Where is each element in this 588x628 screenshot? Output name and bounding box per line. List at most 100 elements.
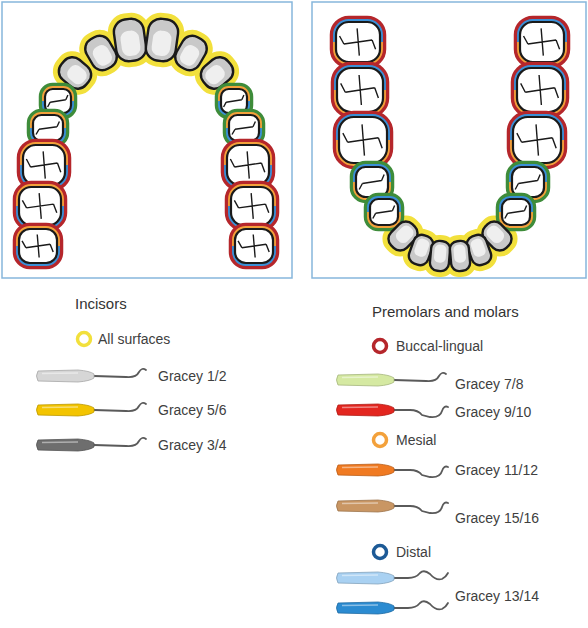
tooth <box>516 18 568 66</box>
tooth-crown <box>23 145 65 185</box>
buccal-lingual-ring <box>231 225 277 267</box>
distal-ring <box>335 21 381 42</box>
tooth-crown <box>356 167 388 197</box>
instrument-label: Gracey 11/12 <box>455 462 538 478</box>
instrument-shank <box>94 403 146 411</box>
instrument-shank <box>394 503 448 514</box>
handle-shine <box>342 466 378 468</box>
fissure-lines <box>48 95 68 107</box>
instrument-handle <box>337 500 395 512</box>
gracey-curette <box>37 369 147 382</box>
instrument-label: Gracey 3/4 <box>158 437 226 453</box>
handle-shine <box>42 441 78 443</box>
fissure-lines <box>521 75 559 105</box>
fissure-lines <box>341 75 379 105</box>
tooth-crown <box>235 229 273 263</box>
section-heading: Premolars and molars <box>372 304 519 320</box>
section-heading: Incisors <box>75 296 127 312</box>
legend-text: Mesial <box>396 432 436 448</box>
fissure-lines <box>505 206 527 219</box>
legend-text: Buccal-lingual <box>396 338 483 354</box>
instrument-shank <box>394 373 446 381</box>
mesial-ring <box>516 90 564 113</box>
tooth-highlight <box>64 62 89 87</box>
handle-shine <box>342 604 378 606</box>
instrument-shank <box>394 571 448 579</box>
tooth <box>509 113 565 167</box>
lower-arch-panel <box>312 2 586 278</box>
fissure-lines <box>234 193 268 219</box>
handle-shine <box>342 502 378 504</box>
tooth <box>449 240 471 272</box>
mesial-ring <box>369 212 399 226</box>
tooth-crown <box>231 187 273 225</box>
tooth-crown <box>449 240 471 272</box>
instrument-handle <box>37 439 95 451</box>
instrument-label: Gracey 9/10 <box>455 404 531 420</box>
handle-shine <box>342 574 378 576</box>
distal-ring <box>18 246 58 264</box>
fissure-lines <box>230 151 264 178</box>
mesial-ring <box>338 140 388 164</box>
distal-ring <box>369 198 399 212</box>
tooth-crown <box>227 145 269 185</box>
mesial-ring <box>32 114 64 128</box>
handle-shine <box>342 406 378 408</box>
buccal-lingual-ring <box>513 64 567 116</box>
instrument-handle <box>337 602 395 614</box>
tooth-highlight <box>120 30 142 58</box>
instrument-handle <box>337 404 395 416</box>
instrument-shank <box>94 438 146 446</box>
gracey-curette <box>37 403 147 416</box>
mesial-ring <box>336 90 384 113</box>
instrument-shank <box>394 407 448 418</box>
fissure-lines <box>373 206 395 219</box>
fissure-lines <box>517 124 556 155</box>
buccal-lingual-ring <box>15 225 61 267</box>
instrument-handle <box>37 370 95 382</box>
premolar-ring <box>498 195 534 229</box>
tooth <box>366 195 402 229</box>
distal-ring <box>516 67 564 90</box>
buccal-lingual-ring <box>509 113 565 167</box>
gracey-curette <box>337 404 449 417</box>
tooth-crown <box>512 167 544 197</box>
legend-swatch-group <box>78 333 387 559</box>
instrument-handle <box>337 464 395 476</box>
premolar-ring <box>366 195 402 229</box>
tooth-highlight <box>469 237 487 258</box>
instrument-label: Gracey 5/6 <box>158 402 226 418</box>
tooth-crown <box>19 229 57 263</box>
tooth <box>227 183 277 229</box>
legend-text: All surfaces <box>98 331 170 347</box>
instrument-shank <box>94 369 146 377</box>
mesial-ring <box>226 144 270 165</box>
tooth-crown <box>33 115 63 141</box>
instrument-label: Gracey 15/16 <box>455 510 539 526</box>
gracey-curette <box>337 601 449 614</box>
distal-ring <box>519 21 565 42</box>
tooth <box>498 195 534 229</box>
gracey-curette <box>337 373 447 386</box>
tooth-highlight <box>151 30 173 58</box>
tooth <box>513 64 567 116</box>
instrument-handle <box>37 404 95 416</box>
tooth-highlight <box>203 62 228 87</box>
fissure-lines <box>232 122 255 135</box>
tooth-crown <box>520 22 564 62</box>
fissure-lines <box>22 193 56 219</box>
tooth-crown <box>339 117 387 163</box>
fissure-lines <box>36 122 59 135</box>
tooth-crown <box>19 187 61 225</box>
mesial-ring <box>44 88 72 101</box>
mesial-ring <box>22 144 66 165</box>
tooth-highlight <box>413 237 431 258</box>
tooth <box>332 18 384 66</box>
fissure-lines <box>238 234 269 257</box>
instrument-label: Gracey 1/2 <box>158 368 226 384</box>
fissure-lines <box>340 28 376 55</box>
mesial-ring <box>230 186 274 206</box>
tooth-highlight <box>90 42 114 68</box>
gracey-curette <box>337 464 449 477</box>
